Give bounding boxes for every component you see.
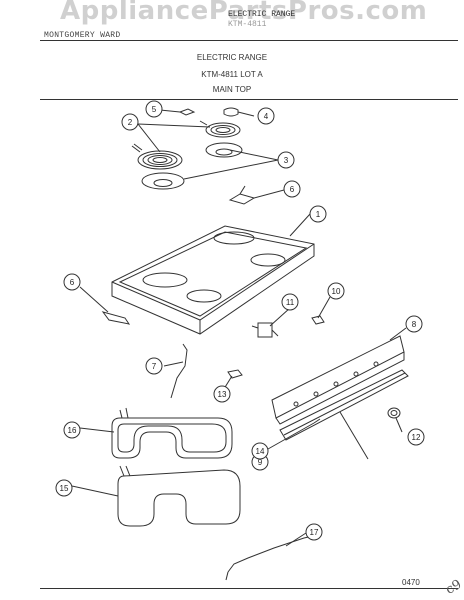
signal-lamp-part: [227, 369, 243, 379]
callout-top-hinge-clip: 6: [283, 180, 301, 198]
callout-circle: [257, 107, 275, 125]
callout-bake-element: 15: [55, 479, 73, 497]
callout-label: 13: [218, 390, 227, 399]
callout-surface-element: 2: [121, 113, 139, 131]
callout-infinite-switch: 11: [281, 293, 299, 311]
header-company: MONTGOMERY WARD: [44, 31, 121, 40]
callout-screw: 14: [251, 442, 269, 460]
broil-element-part: [111, 417, 233, 459]
main-top-part: [111, 225, 315, 335]
callout-circle: [145, 357, 163, 375]
infinite-switch-part: [251, 322, 279, 338]
callout-circle: [251, 442, 269, 460]
callout-label: 3: [284, 156, 289, 165]
callout-label: 1: [316, 210, 321, 219]
control-knob-part: [387, 407, 401, 419]
callout-label: 5: [152, 105, 157, 114]
callout-control-panel: 8: [405, 315, 423, 333]
callout-label: 9: [258, 458, 263, 467]
surface-element-large: [131, 143, 183, 170]
control-panel-part: [271, 335, 405, 425]
callout-top-support-bracket: 6: [63, 273, 81, 291]
wire-bracket-part: [170, 343, 188, 399]
broil-element-inner: [117, 423, 227, 453]
callout-indicator-light: 10: [327, 282, 345, 300]
screw-part: [313, 418, 321, 424]
callout-element-receptacle: 4: [257, 107, 275, 125]
callout-wire-harness: 17: [305, 523, 323, 541]
callout-label: 2: [128, 118, 133, 127]
callout-drip-pan: 3: [277, 151, 295, 169]
callout-label: 17: [310, 528, 319, 537]
callout-circle: [121, 113, 139, 131]
hinge-clip-part: [228, 193, 256, 205]
callout-label: 11: [286, 298, 295, 307]
header-model: KTM-4811: [228, 20, 267, 29]
callout-circle: [283, 180, 301, 198]
drip-pan-small: [205, 142, 243, 158]
wire-harness-part: [227, 533, 323, 573]
callout-label: 7: [152, 362, 157, 371]
callout-main-top: 1: [309, 205, 327, 223]
bake-element-part: [117, 469, 241, 527]
callout-label: 10: [332, 287, 341, 296]
element-clip-part: [178, 108, 196, 116]
indicator-light-part: [311, 315, 325, 325]
callout-label: 16: [68, 426, 77, 435]
callout-circle: [63, 421, 81, 439]
callout-element-clip: 5: [145, 100, 163, 118]
callout-signal-lamp: 13: [213, 385, 231, 403]
callout-circle: [145, 100, 163, 118]
callout-circle: [305, 523, 323, 541]
callout-circle: [327, 282, 345, 300]
callout-label: 4: [264, 112, 269, 121]
callout-control-knob: 12: [407, 428, 425, 446]
watermark: AppliancePartsPros.com: [60, 0, 428, 26]
callout-label: 6: [70, 278, 75, 287]
callout-label: 8: [412, 320, 417, 329]
callout-circle: [55, 479, 73, 497]
diagram-section: MAIN TOP: [212, 85, 252, 94]
header-title: ELECTRIC RANGE: [228, 10, 296, 19]
drip-pan-large: [141, 172, 185, 190]
callout-circle: [213, 385, 231, 403]
element-receptacle-part: [223, 107, 239, 117]
callout-label: 12: [412, 433, 421, 442]
surface-element-small: [199, 120, 241, 138]
callout-circle: [281, 293, 299, 311]
support-bracket-part: [101, 311, 131, 325]
header-rule: [40, 40, 458, 41]
callout-circle: [405, 315, 423, 333]
drawing-number: 0470: [402, 578, 420, 587]
callout-broil-element: 16: [63, 421, 81, 439]
callout-circle: [63, 273, 81, 291]
callout-circle: [407, 428, 425, 446]
diagram-model: KTM-4811 LOT A: [201, 70, 263, 79]
callout-label: 15: [60, 484, 69, 493]
diagram-title: ELECTRIC RANGE: [196, 53, 268, 62]
callout-label: 14: [256, 447, 265, 456]
callout-label: 6: [290, 185, 295, 194]
footer-rule: [40, 588, 458, 589]
control-panel-trim-part: [279, 369, 409, 441]
callout-circle: [309, 205, 327, 223]
callout-circle: [277, 151, 295, 169]
title-rule: [40, 99, 458, 100]
callout-wire-bracket: 7: [145, 357, 163, 375]
